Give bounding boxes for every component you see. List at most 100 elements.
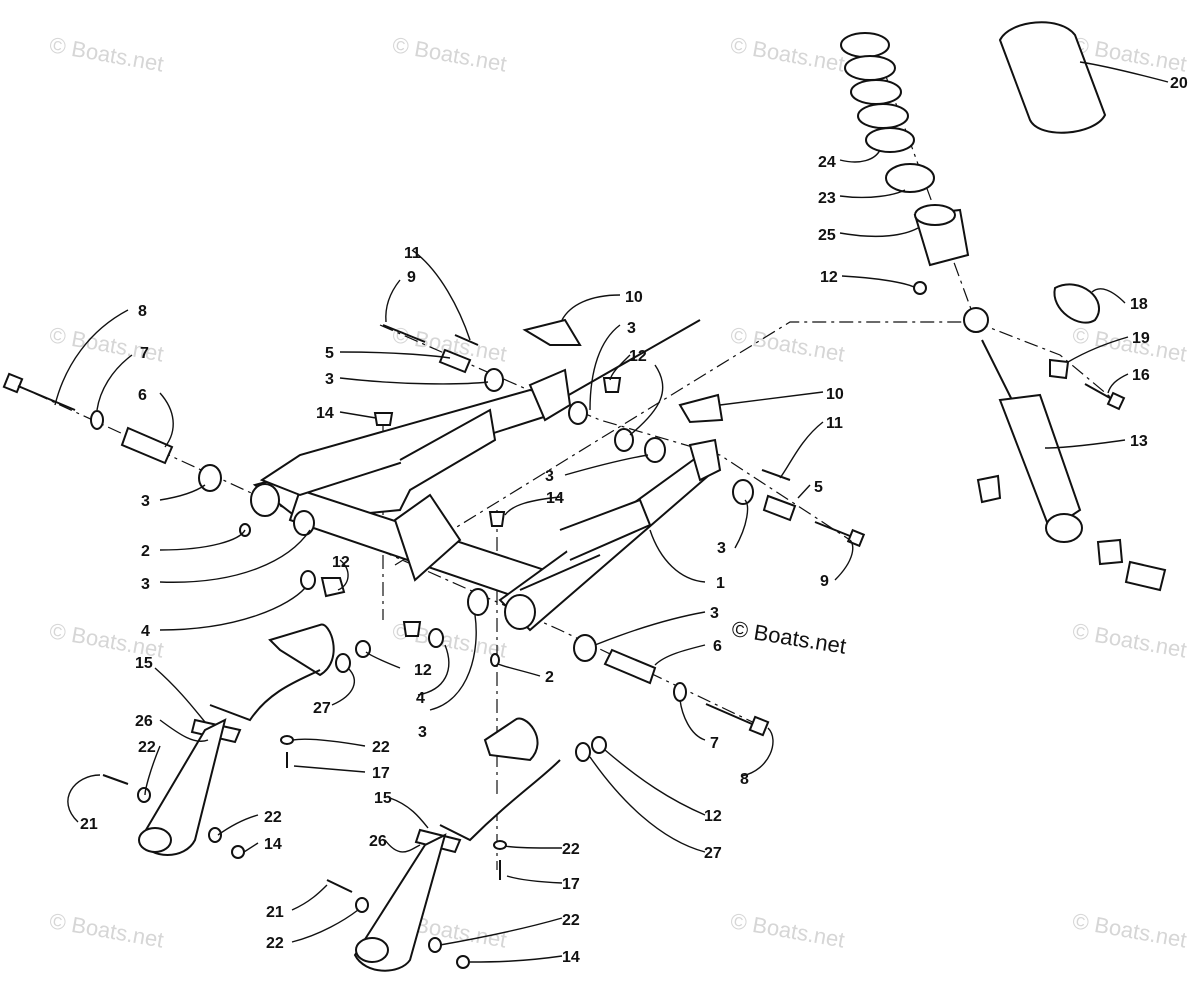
callout-14: 14: [546, 490, 564, 507]
strap-15: [209, 669, 321, 722]
suspension-frame-1: [250, 319, 722, 632]
callout-14: 14: [316, 405, 334, 422]
callout-3: 3: [325, 371, 334, 388]
callout-17: 17: [562, 876, 580, 893]
cotter-pin-11: [761, 469, 791, 481]
strap-15: [439, 759, 561, 842]
callout-26: 26: [135, 713, 153, 730]
callout-14: 14: [264, 836, 282, 853]
bolt-9: [382, 324, 426, 343]
bolt-21: [326, 879, 353, 893]
callout-22: 22: [264, 809, 282, 826]
leader-lines: [54, 61, 1169, 963]
bushing-3: [293, 510, 315, 536]
callout-3: 3: [627, 320, 636, 337]
bushing-3: [467, 588, 489, 616]
callout-9: 9: [407, 269, 416, 286]
pivot-bolt-8: [705, 703, 770, 737]
callout-10: 10: [826, 386, 844, 403]
callout-3: 3: [710, 605, 719, 622]
washer-7: [673, 682, 687, 702]
pivot-bolt-8: [2, 372, 76, 411]
nut-14: [488, 511, 506, 527]
sleeve: [1124, 560, 1167, 592]
washer-7: [90, 410, 104, 430]
callout-1: 1: [716, 575, 725, 592]
callout-6: 6: [138, 387, 147, 404]
nut-12: [591, 736, 607, 754]
bushing-3: [568, 401, 588, 425]
spacer-5: [762, 494, 797, 522]
nut-12: [976, 474, 1002, 504]
washer-22: [493, 840, 507, 850]
callout-12: 12: [414, 662, 432, 679]
callout-10: 10: [625, 289, 643, 306]
washer-22: [280, 735, 294, 745]
bushing-3: [732, 479, 754, 505]
callout-14: 14: [562, 949, 580, 966]
callout-5: 5: [814, 479, 823, 496]
callout-22: 22: [266, 935, 284, 952]
washer-4: [300, 570, 316, 590]
grease-fitting-2: [490, 653, 500, 667]
callout-3: 3: [141, 493, 150, 510]
callout-6: 6: [713, 638, 722, 655]
nut-14: [231, 845, 245, 859]
callout-12: 12: [332, 554, 350, 571]
washer-22: [428, 937, 442, 953]
bolt-16: [1084, 383, 1126, 411]
callout-23: 23: [818, 190, 836, 207]
callout-22: 22: [562, 841, 580, 858]
link-arm-26: [353, 833, 447, 972]
bumper-10: [522, 318, 582, 346]
callout-21: 21: [266, 904, 284, 921]
nut-12: [614, 428, 634, 452]
nut-14: [456, 955, 470, 969]
nut-12: [602, 377, 622, 393]
bushing-3: [644, 437, 666, 463]
front-axis-line: [379, 324, 851, 541]
callout-22: 22: [372, 739, 390, 756]
link-arm-26-eye: [138, 827, 172, 853]
callout-8: 8: [740, 771, 749, 788]
callout-5: 5: [325, 345, 334, 362]
retainer-18: [1053, 283, 1100, 324]
nut-12: [355, 640, 371, 658]
washer-4: [428, 628, 444, 648]
callout-21: 21: [80, 816, 98, 833]
spring-24: [840, 32, 915, 153]
strap-15: [268, 623, 335, 677]
callout-3: 3: [545, 468, 554, 485]
callout-11: 11: [404, 245, 421, 262]
nut-14: [373, 412, 394, 426]
washer-27: [335, 653, 351, 673]
bumper-10: [678, 393, 724, 424]
shock-boot-20: [998, 21, 1107, 134]
nut-12: [402, 621, 422, 637]
spacer-5: [438, 348, 472, 374]
adjuster-collar-25-top: [914, 204, 956, 226]
callout-4: 4: [141, 623, 150, 640]
spring-seat-23: [885, 163, 935, 193]
bushing-3: [573, 634, 597, 662]
cotter-pin-11: [454, 334, 479, 346]
bolt-9: [814, 521, 866, 548]
callout-7: 7: [710, 735, 719, 752]
callout-9: 9: [820, 573, 829, 590]
callout-15: 15: [135, 655, 153, 672]
callout-27: 27: [313, 700, 331, 717]
spacer-19: [1049, 358, 1070, 380]
callout-3: 3: [717, 540, 726, 557]
callout-26: 26: [369, 833, 387, 850]
washer-27: [575, 742, 591, 762]
callout-2: 2: [545, 669, 554, 686]
shock-link-line: [394, 321, 1121, 566]
callout-3: 3: [141, 576, 150, 593]
strap-15: [483, 717, 539, 762]
callout-18: 18: [1130, 296, 1148, 313]
callout-19: 19: [1132, 330, 1150, 347]
callout-4: 4: [416, 690, 425, 707]
callout-11: 11: [826, 415, 843, 432]
shock-absorber-13: [963, 307, 1083, 543]
